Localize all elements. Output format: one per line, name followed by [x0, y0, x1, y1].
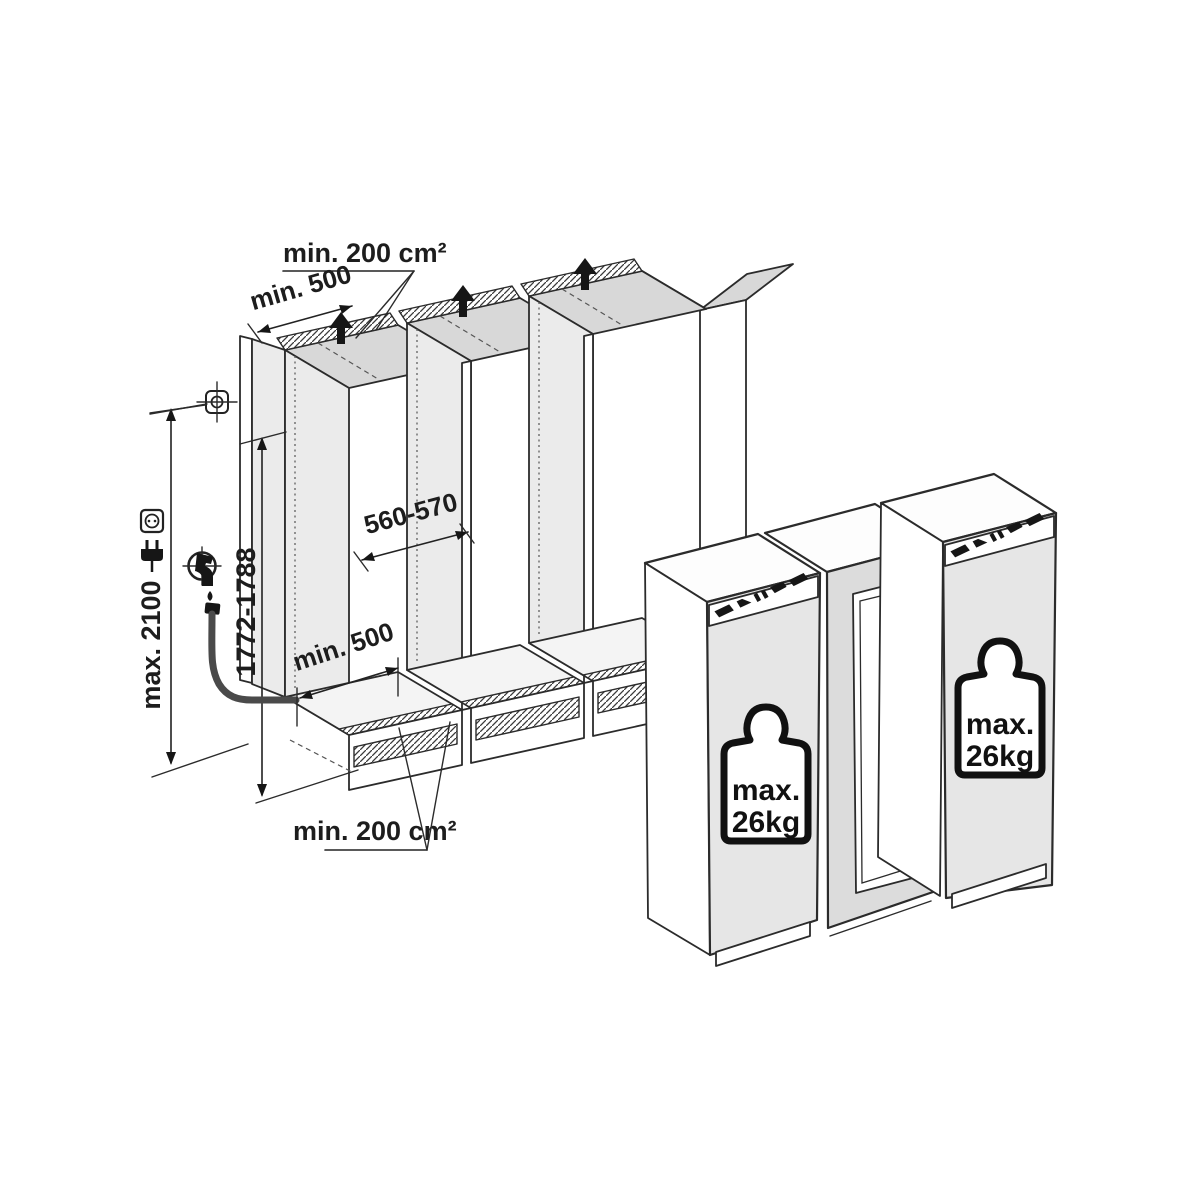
- max-weight-prefix-right: max.: [966, 708, 1034, 741]
- water-tap-icon: [182, 546, 222, 615]
- appliance-unit-left: max. 26kg: [643, 532, 822, 967]
- unit-left-plinth: [715, 921, 811, 967]
- appliance-unit-right: max. 26kg: [877, 472, 1058, 909]
- airflow-up-arrow-icon-3: [573, 258, 597, 290]
- niche-base-vent-strip-2: [475, 696, 580, 741]
- top-vent-label: min. 200 cm²: [283, 238, 447, 268]
- airflow-up-arrow-icon-2: [451, 285, 475, 317]
- power-height-label: max. 2100: [136, 580, 166, 709]
- niche-height-label: 1772-1788: [231, 547, 261, 676]
- max-weight-icon-left: max. 26kg: [720, 703, 812, 845]
- power-socket-icon: [139, 508, 165, 534]
- max-weight-icon-right: max. 26kg: [954, 637, 1046, 779]
- unit-left-vent-band: [708, 573, 819, 627]
- unit-right-side: [877, 502, 944, 897]
- max-weight-value-left: 26kg: [732, 806, 800, 839]
- niche-bay1-side-panel: [284, 349, 350, 736]
- airflow-up-arrow-icon-1: [329, 312, 353, 344]
- appliance-units: max. 26kg: [643, 472, 1058, 967]
- junction-box-icon: [196, 381, 238, 423]
- niche-assembly: [239, 258, 794, 791]
- unit-right-plinth: [951, 863, 1047, 909]
- drain-hose: [208, 610, 300, 704]
- unit-right-vent-band: [944, 513, 1055, 567]
- max-weight-prefix-left: max.: [732, 774, 800, 807]
- max-weight-value-right: 26kg: [966, 740, 1034, 773]
- water-drip-icon: [207, 591, 213, 601]
- unit-left-side: [644, 562, 711, 956]
- power-plug-icon: [141, 540, 163, 572]
- niche-base-vent-strip-1: [353, 723, 458, 768]
